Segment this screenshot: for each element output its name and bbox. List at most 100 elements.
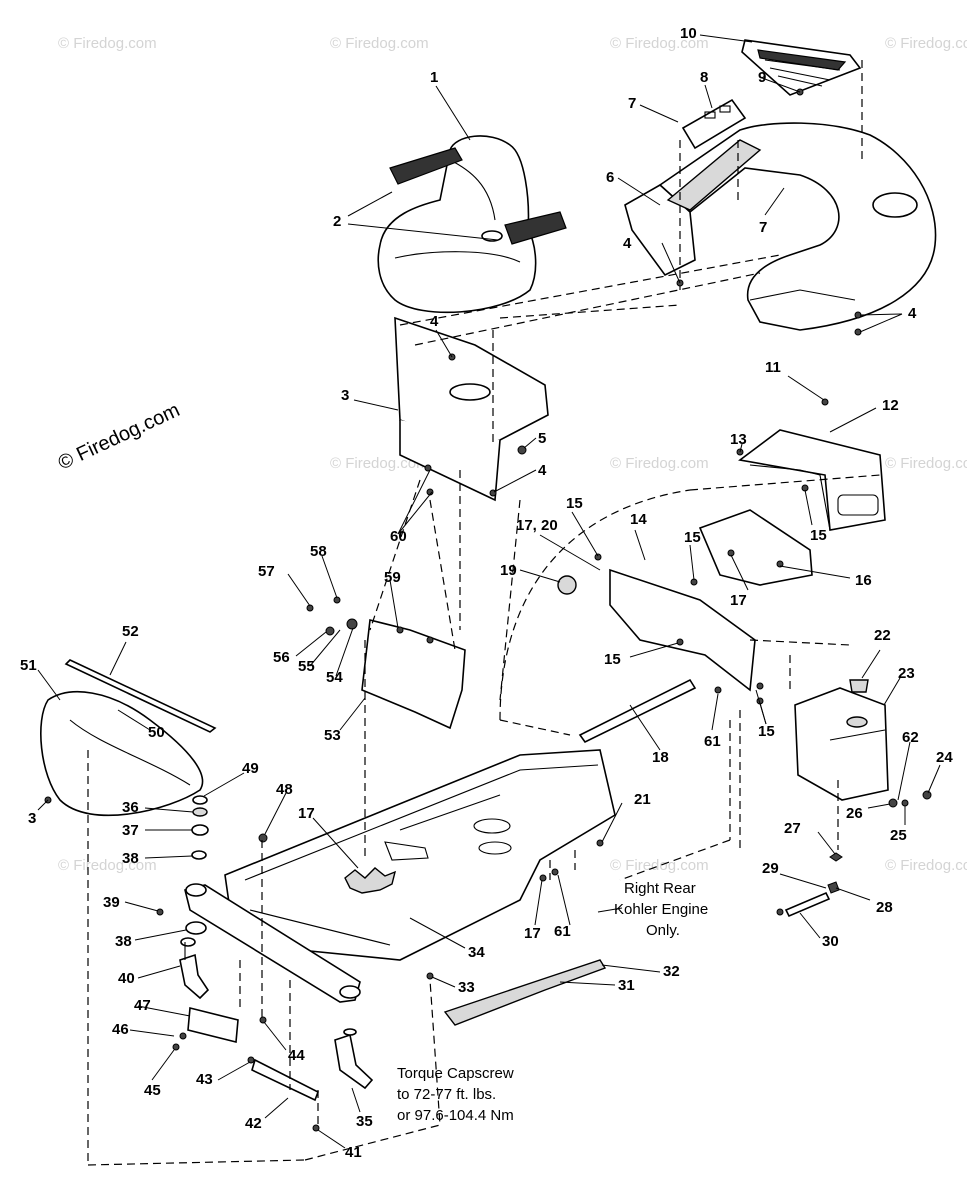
watermark-group: © Firedog.com © Firedog.com © Firedog.co…	[55, 35, 967, 874]
callout-31: 31	[618, 977, 635, 994]
front-cowl	[40, 691, 204, 817]
callout-24: 24	[936, 749, 953, 766]
callout-57: 57	[258, 563, 275, 580]
callout-17: 17	[730, 592, 747, 609]
callout-60: 60	[390, 528, 407, 545]
floor-mat	[443, 959, 607, 1026]
callout-42: 42	[245, 1115, 262, 1132]
callout-4c: 4	[908, 305, 917, 322]
callout-25: 25	[890, 827, 907, 844]
note-line: Kohler Engine	[614, 901, 708, 918]
callout-13: 13	[730, 431, 747, 448]
callout-46: 46	[112, 1021, 129, 1038]
watermark: © Firedog.com	[330, 35, 429, 52]
callout-4: 4	[430, 313, 439, 330]
note-line: to 72-77 ft. lbs.	[397, 1086, 496, 1103]
callout-15: 15	[566, 495, 583, 512]
watermark: © Firedog.com	[885, 35, 967, 52]
callout-61b: 61	[554, 923, 571, 940]
watermark: © Firedog.com	[58, 35, 157, 52]
watermark: © Firedog.com	[58, 857, 157, 874]
note-line: Right Rear	[624, 880, 696, 897]
callout-39: 39	[103, 894, 120, 911]
grille	[741, 39, 862, 96]
bracket-14	[609, 568, 756, 692]
fuel-tank	[794, 679, 889, 801]
spindle-40	[179, 937, 210, 1000]
callout-8: 8	[700, 69, 708, 86]
callout-5: 5	[538, 430, 546, 447]
callout-56: 56	[273, 649, 290, 666]
callout-53: 53	[324, 727, 341, 744]
callout-29: 29	[762, 860, 779, 877]
callout-17b: 17	[298, 805, 315, 822]
front-axle	[184, 883, 361, 1003]
callout-59: 59	[384, 569, 401, 586]
seat	[377, 135, 567, 314]
fender-pan	[624, 122, 937, 331]
callout-44: 44	[288, 1047, 305, 1064]
callout-52: 52	[122, 623, 139, 640]
callout-40: 40	[118, 970, 135, 987]
callout-58: 58	[310, 543, 327, 560]
spacer-stack	[185, 795, 268, 935]
callout-41: 41	[345, 1144, 362, 1161]
seat-pan	[394, 316, 549, 502]
cover-53	[361, 619, 466, 730]
callout-45: 45	[144, 1082, 161, 1099]
callout-7b: 7	[759, 219, 767, 236]
callout-50: 50	[148, 724, 165, 741]
note-line: Only.	[646, 922, 680, 939]
callout-19: 19	[500, 562, 517, 579]
callout-10: 10	[680, 25, 697, 42]
watermark: © Firedog.com	[610, 857, 709, 874]
note-line: or 97.6-104.4 Nm	[397, 1107, 514, 1124]
watermark-main: © Firedog.com	[55, 399, 183, 474]
assembly-lines	[87, 60, 881, 1166]
callout-51: 51	[20, 657, 37, 674]
callout-15d: 15	[604, 651, 621, 668]
callout-28: 28	[876, 899, 893, 916]
callout-17-20: 17, 20	[516, 517, 558, 534]
note-right-rear: Right Rear Kohler Engine Only.	[614, 880, 708, 939]
callout-labels: 1 2 3 3 4 4 4 4 5 6 7 7 8 9 10 11 12 13 …	[20, 25, 953, 1161]
callout-6: 6	[606, 169, 614, 186]
callout-15e: 15	[758, 723, 775, 740]
dash-plate	[681, 98, 747, 150]
watermark: © Firedog.com	[885, 455, 967, 472]
spindle-35	[334, 1028, 374, 1090]
callout-36: 36	[122, 799, 139, 816]
callout-30: 30	[822, 933, 839, 950]
callout-4d: 4	[538, 462, 547, 479]
callout-32: 32	[663, 963, 680, 980]
watermark: © Firedog.com	[330, 455, 429, 472]
callout-2: 2	[333, 213, 341, 230]
callout-61: 61	[704, 733, 721, 750]
callout-15b: 15	[684, 529, 701, 546]
callout-37: 37	[122, 822, 139, 839]
callout-27: 27	[784, 820, 801, 837]
callout-62: 62	[902, 729, 919, 746]
leader-lines	[37, 34, 941, 1149]
callout-26: 26	[846, 805, 863, 822]
callout-54: 54	[326, 669, 343, 686]
watermark: © Firedog.com	[610, 455, 709, 472]
callout-11: 11	[765, 359, 781, 376]
callout-4b: 4	[623, 235, 632, 252]
callout-1: 1	[430, 69, 438, 86]
callout-3: 3	[341, 387, 349, 404]
callout-23: 23	[898, 665, 915, 682]
callout-22: 22	[874, 627, 891, 644]
gasket-52	[64, 659, 217, 733]
callout-43: 43	[196, 1071, 213, 1088]
callout-48: 48	[276, 781, 293, 798]
knob-19	[557, 575, 577, 595]
callout-38: 38	[122, 850, 139, 867]
callout-9: 9	[758, 69, 766, 86]
plate-42	[251, 1058, 320, 1102]
callout-12: 12	[882, 397, 899, 414]
callout-33: 33	[458, 979, 475, 996]
fuel-line	[776, 852, 843, 918]
callout-16: 16	[855, 572, 872, 589]
